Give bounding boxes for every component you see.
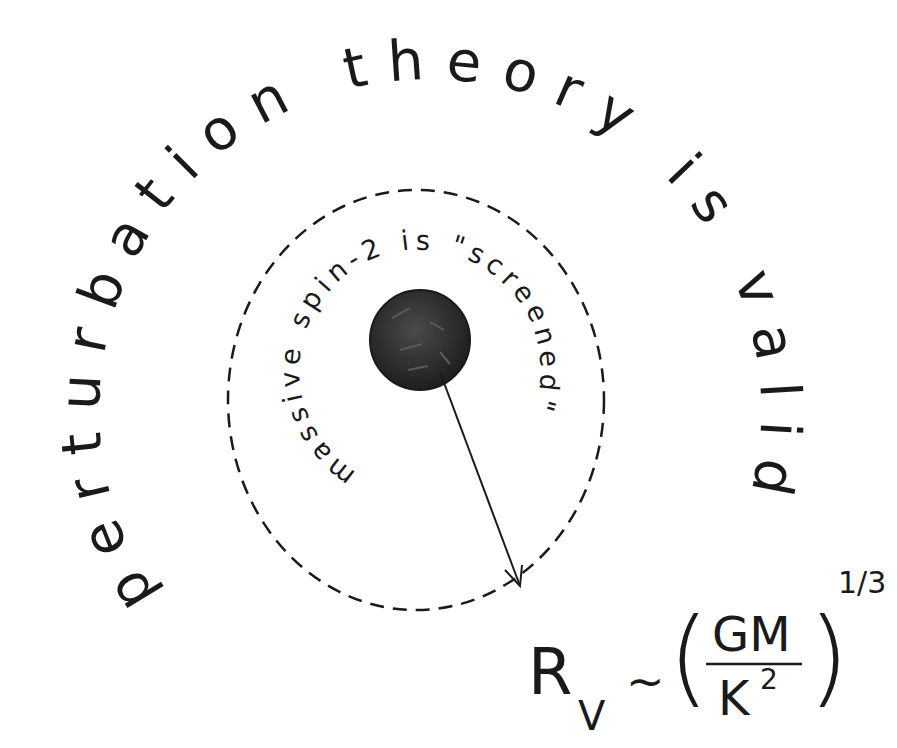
arc-letter: o <box>497 40 545 103</box>
arc-letter: e <box>276 347 305 366</box>
arc-letter: o <box>188 98 249 163</box>
arc-letter: d <box>743 454 805 500</box>
arc-letter <box>383 229 398 257</box>
arc-letter: p <box>97 561 163 620</box>
formula-part: ~ <box>626 658 665 704</box>
arc-letter: e <box>521 300 553 327</box>
arc-letter: s <box>285 308 315 331</box>
arc-letter: i <box>751 420 808 439</box>
arc-letter <box>280 330 308 345</box>
arc-letter: d <box>535 373 564 393</box>
arc-letter: s <box>283 404 313 427</box>
arc-letter <box>709 222 767 264</box>
formula-part: 1/3 <box>838 568 886 598</box>
arc-letter: a <box>743 320 805 364</box>
ball-texture <box>392 308 450 370</box>
arc-letter: " <box>531 395 560 414</box>
arc-letter: m <box>322 454 359 491</box>
arc-letter: b <box>69 263 134 316</box>
arc-letter <box>296 51 331 110</box>
formula-part: GM <box>712 610 791 658</box>
arc-letter: e <box>72 512 137 565</box>
arc-letter: u <box>52 373 110 411</box>
arc-letter: t <box>53 430 111 457</box>
formula-part: 2 <box>760 666 778 694</box>
arc-letter: v <box>726 262 790 313</box>
arc-letter: l <box>751 381 808 400</box>
arc-letter: n <box>530 323 561 347</box>
arc-letter: y <box>586 80 644 145</box>
arc-letter: 2 <box>358 234 384 265</box>
arc-letter: t <box>338 38 372 97</box>
arc-letter: a <box>93 208 159 266</box>
arc-letter: " <box>448 231 468 260</box>
arc-letter: e <box>444 32 484 91</box>
formula-part: K <box>718 674 749 722</box>
arc-letter: r <box>59 471 119 506</box>
arc-letter: r <box>57 323 116 357</box>
formula-part: R <box>528 640 572 704</box>
mass-ball <box>370 290 470 390</box>
arc-letter: i <box>658 144 709 194</box>
arc-letter: v <box>276 371 304 389</box>
arc-letter: i <box>279 392 307 405</box>
arc-letter: r <box>548 59 591 120</box>
arc-letter: e <box>535 349 563 368</box>
radius-arrow <box>440 372 520 586</box>
arc-letter <box>435 228 448 256</box>
arc-letter: h <box>386 32 425 90</box>
fraction-bar <box>706 663 802 666</box>
arc-letter: i <box>157 137 208 188</box>
screening-region: massive spin-2 is "screened" <box>226 188 606 612</box>
arc-letter: n <box>239 67 296 133</box>
arc-letter: t <box>126 168 184 220</box>
arc-letter <box>630 114 680 168</box>
formula-part: ( <box>668 604 709 710</box>
formula-part: V <box>578 696 605 736</box>
formula-part: ) <box>808 604 849 710</box>
arc-letter: s <box>682 176 744 233</box>
arc-letter: i <box>400 227 411 255</box>
arc-letter: s <box>415 226 430 253</box>
